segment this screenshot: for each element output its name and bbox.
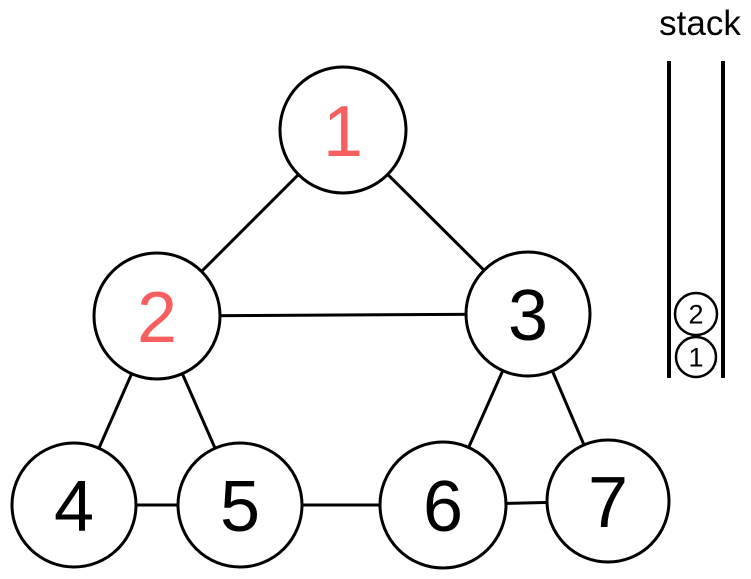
node-7: 7 [545,438,671,564]
node-3-circle [464,250,592,378]
node-5-circle [176,441,304,569]
node-2-label: 2 [137,278,177,358]
node-6-circle [378,440,508,570]
node-6: 6 [378,440,508,570]
stack-item: 2 [673,291,719,337]
node-7-label: 7 [588,463,628,543]
node-1-label: 1 [323,92,363,172]
node-6-label: 6 [423,467,463,547]
stack-item-circle [674,335,718,379]
node-7-circle [545,438,671,564]
node-4-circle [10,441,138,569]
node-5: 5 [176,441,304,569]
stack-label: stack [659,4,741,43]
node-2-circle [92,251,222,381]
node-1-circle [278,65,408,195]
stack-item: 1 [674,335,718,379]
node-3: 3 [464,250,592,378]
stack-item-label: 2 [688,300,703,330]
node-4: 4 [10,441,138,569]
node-3-label: 3 [508,276,548,356]
stack-item-label: 1 [688,343,703,373]
stack-panel: stack 2 1 [659,4,741,379]
stack-item-circle [673,291,719,337]
node-1: 1 [278,65,408,195]
node-4-label: 4 [54,467,94,547]
node-2: 2 [92,251,222,381]
node-5-label: 5 [220,467,260,547]
